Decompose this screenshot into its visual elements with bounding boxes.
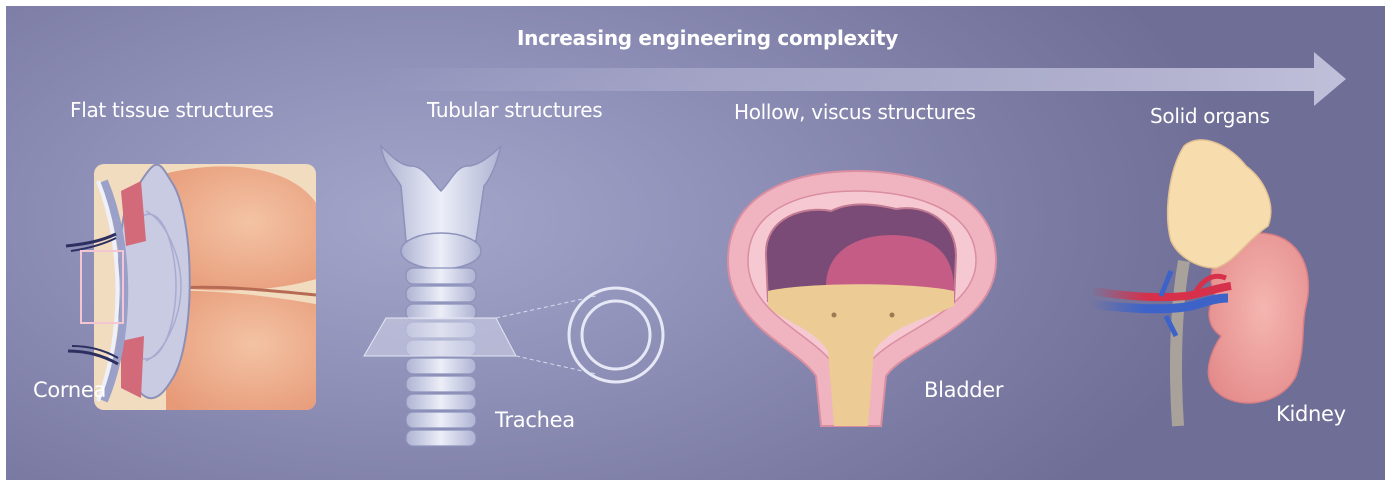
category-title-tubular: Tubular structures [427,98,603,122]
example-label-kidney: Kidney [1276,402,1346,426]
bladder-cross-section-icon [726,169,998,427]
eye-cross-section-icon [65,164,316,410]
example-label-cornea: Cornea [33,378,107,402]
diagram-canvas: Increasing engineering complexity Flat t… [6,6,1385,480]
category-title-solid: Solid organs [1150,104,1270,128]
complexity-arrow [376,52,1346,106]
kidney-icon [1090,139,1310,427]
trachea-icon [363,143,665,447]
example-label-bladder: Bladder [924,378,1004,402]
example-label-trachea: Trachea [495,408,575,432]
heading-text: Increasing engineering complexity [517,26,898,50]
category-title-flat: Flat tissue structures [70,98,274,122]
category-title-hollow: Hollow, viscus structures [734,100,976,124]
